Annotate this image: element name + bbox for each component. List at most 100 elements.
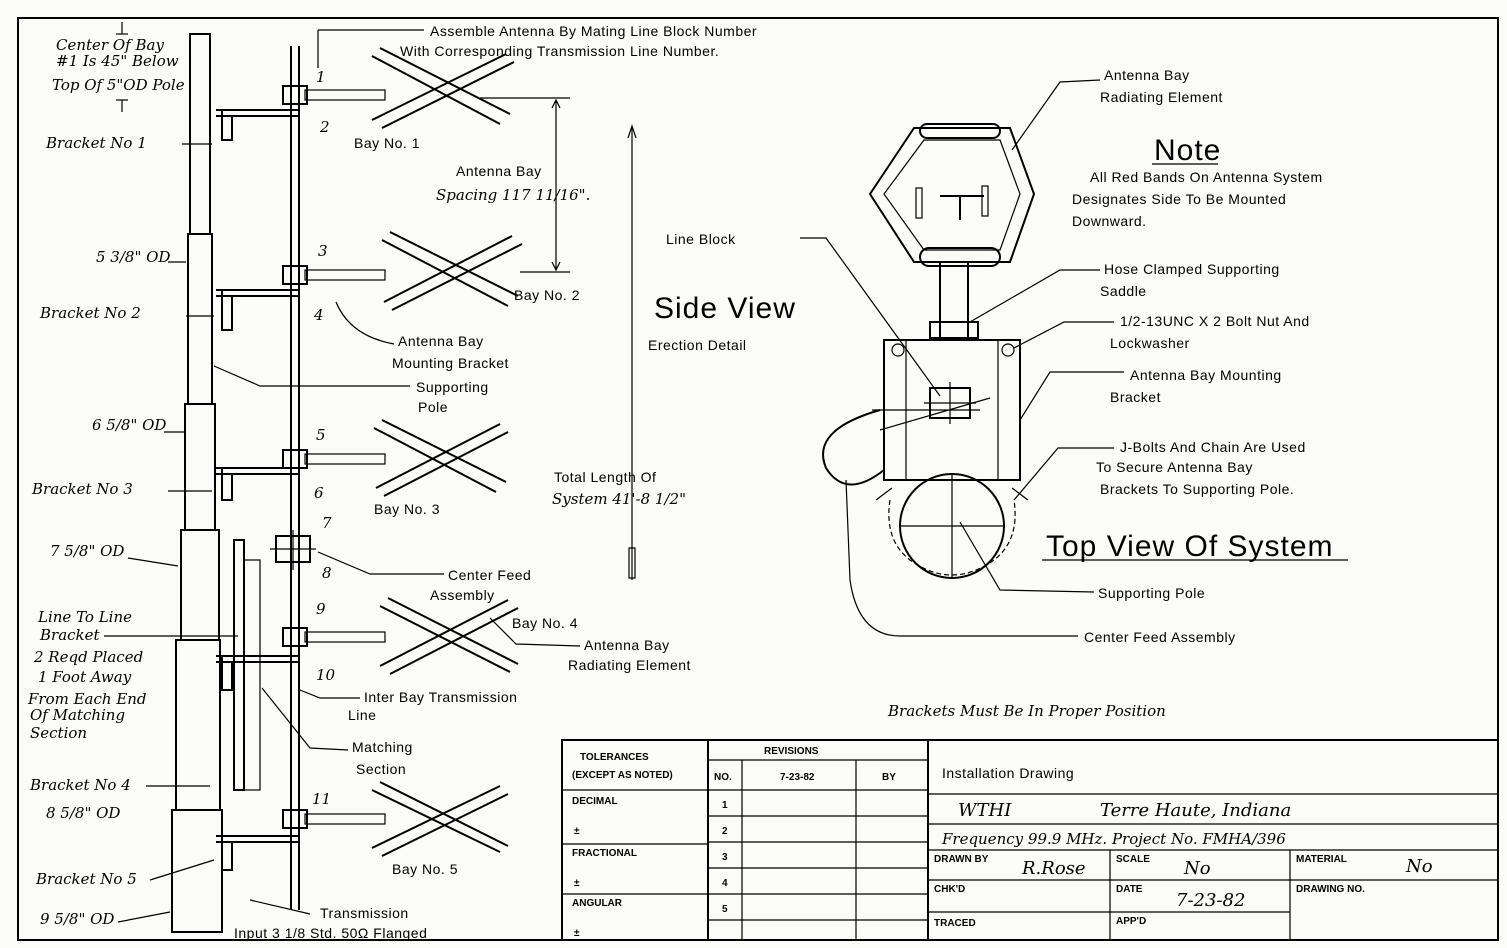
rev-date-header: 7-23-82	[780, 772, 815, 783]
line-number: 8	[322, 564, 332, 582]
rev-row-number: 3	[722, 852, 728, 863]
angular-tolerance: ±	[574, 928, 580, 939]
jbolts-line-3: Brackets To Supporting Pole.	[1100, 481, 1294, 497]
center-of-bay-line-1: Center Of Bay	[56, 36, 164, 54]
note-line-1: All Red Bands On Antenna System	[1090, 169, 1323, 185]
bracket-label: Bracket No 2	[39, 304, 141, 322]
top-pole-label: Supporting Pole	[1098, 585, 1205, 601]
drawing-title: Installation Drawing	[942, 765, 1074, 781]
supporting-pole-line-1: Supporting	[416, 379, 489, 395]
bay-assemblies	[216, 47, 523, 871]
bracket-label: Bracket No 4	[29, 776, 131, 794]
matching-section-line-2: Section	[356, 761, 406, 777]
approved-label: APP'D	[1116, 916, 1146, 927]
pole-size-label: 9 5/8" OD	[40, 910, 114, 928]
mounting-bracket-line-1: Antenna Bay	[398, 333, 484, 349]
frequency-project: Frequency 99.9 MHz. Project No. FMHA/396	[941, 830, 1286, 848]
drawn-by-label: DRAWN BY	[934, 854, 989, 865]
rev-row-number: 1	[722, 800, 728, 811]
brackets-position-note: Brackets Must Be In Proper Position	[887, 702, 1166, 720]
decimal-tolerance: ±	[574, 826, 580, 837]
line-block-label: Line Block	[666, 231, 736, 247]
scale-label: SCALE	[1116, 854, 1150, 865]
fractional-label: FRACTIONAL	[572, 848, 637, 859]
date-label: DATE	[1116, 884, 1143, 895]
top-center-feed-label: Center Feed Assembly	[1084, 629, 1236, 645]
interbay-line-2: Line	[348, 707, 376, 723]
center-feed-line-1: Center Feed	[448, 567, 531, 583]
mounting-bracket-line-2: Mounting Bracket	[392, 355, 509, 371]
supporting-pole	[171, 33, 223, 933]
bay-spacing-line-2: Spacing 117 11/16".	[436, 186, 590, 204]
line-number: 7	[322, 514, 332, 532]
note-line-2: Designates Side To Be Mounted	[1072, 191, 1286, 207]
bay-label: Bay No. 4	[512, 615, 578, 631]
revisions-header: REVISIONS	[764, 746, 819, 757]
interbay-line-1: Inter Bay Transmission	[364, 689, 517, 705]
line-number: 4	[313, 306, 324, 324]
pole-size-label: 5 3/8" OD	[96, 248, 170, 266]
line-number: 2	[319, 118, 330, 136]
svg-text:Line To Line: Line To Line	[37, 608, 132, 626]
side-view-subtitle: Erection Detail	[648, 337, 747, 353]
pole-size-label: 8 5/8" OD	[46, 804, 120, 822]
transmission-input-line-1: Transmission	[320, 905, 409, 921]
radiating-element-line-2: Radiating Element	[568, 657, 691, 673]
center-feed-line-2: Assembly	[430, 587, 495, 603]
bracket-label: Bracket No 5	[35, 870, 137, 888]
bay-label: Bay No. 3	[374, 501, 440, 517]
transmission-input-line-2: Input 3 1/8 Std. 50Ω Flanged	[234, 925, 427, 941]
line-number: 3	[318, 242, 328, 260]
date-value: 7-23-82	[1176, 890, 1245, 911]
rev-row-number: 5	[722, 904, 728, 915]
svg-text:Of Matching: Of Matching	[30, 706, 125, 724]
matching-section-line-1: Matching	[352, 739, 413, 755]
mount-bracket-line-1: Antenna Bay Mounting	[1130, 367, 1282, 383]
line-number: 9	[316, 600, 326, 618]
jbolts-line-1: J-Bolts And Chain Are Used	[1120, 439, 1306, 455]
station-location: Terre Haute, Indiana	[1100, 800, 1291, 821]
top-instruction-line-1: Assemble Antenna By Mating Line Block Nu…	[430, 23, 757, 39]
bracket-label: Bracket No 1	[45, 134, 147, 152]
bay-spacing-line-1: Antenna Bay	[456, 163, 542, 179]
top-instruction-line-2: With Corresponding Transmission Line Num…	[400, 43, 719, 59]
svg-text:Bracket: Bracket	[39, 626, 101, 644]
svg-text:Section: Section	[30, 724, 87, 742]
radiating-element-line-1: Antenna Bay	[584, 637, 670, 653]
rev-no-header: NO.	[714, 772, 732, 783]
rev-row-number: 2	[722, 826, 728, 837]
station-callsign: WTHI	[958, 800, 1012, 821]
bolt-line-1: 1/2-13UNC X 2 Bolt Nut And	[1120, 313, 1310, 329]
mount-bracket-line-2: Bracket	[1110, 389, 1161, 405]
bay-label: Bay No. 2	[514, 287, 580, 303]
traced-label: TRACED	[934, 918, 976, 929]
saddle-line-2: Saddle	[1100, 283, 1147, 299]
top-view-detail	[822, 123, 1036, 579]
tolerances-except: (EXCEPT AS NOTED)	[572, 770, 673, 781]
line-to-line-note: Line To Line Bracket 2 Reqd Placed 1 Foo…	[27, 608, 238, 742]
total-length-line-1: Total Length Of	[554, 469, 656, 485]
jbolts-line-2: To Secure Antenna Bay	[1096, 459, 1253, 475]
title-block	[561, 739, 1499, 941]
top-view-title: Top View Of System	[1046, 530, 1334, 563]
line-number: 5	[316, 426, 326, 444]
bay-label: Bay No. 5	[392, 861, 458, 877]
supporting-pole-line-2: Pole	[418, 399, 448, 415]
bay-label: Bay No. 1	[354, 135, 420, 151]
top-radiating-line-2: Radiating Element	[1100, 89, 1223, 105]
line-number: 10	[316, 666, 336, 684]
rev-by-header: BY	[882, 772, 896, 783]
material-label: MATERIAL	[1296, 854, 1347, 865]
rev-row-number: 4	[722, 878, 728, 889]
total-length-line-2: System 41'-8 1/2"	[552, 490, 686, 508]
material-value: No	[1405, 856, 1433, 877]
note-line-3: Downward.	[1072, 213, 1147, 229]
line-number: 1	[316, 68, 326, 86]
saddle-line-1: Hose Clamped Supporting	[1104, 261, 1280, 277]
bracket-label: Bracket No 3	[31, 480, 133, 498]
line-number: 11	[312, 790, 331, 808]
top-radiating-line-1: Antenna Bay	[1104, 67, 1190, 83]
svg-text:1 Foot Away: 1 Foot Away	[38, 668, 132, 686]
